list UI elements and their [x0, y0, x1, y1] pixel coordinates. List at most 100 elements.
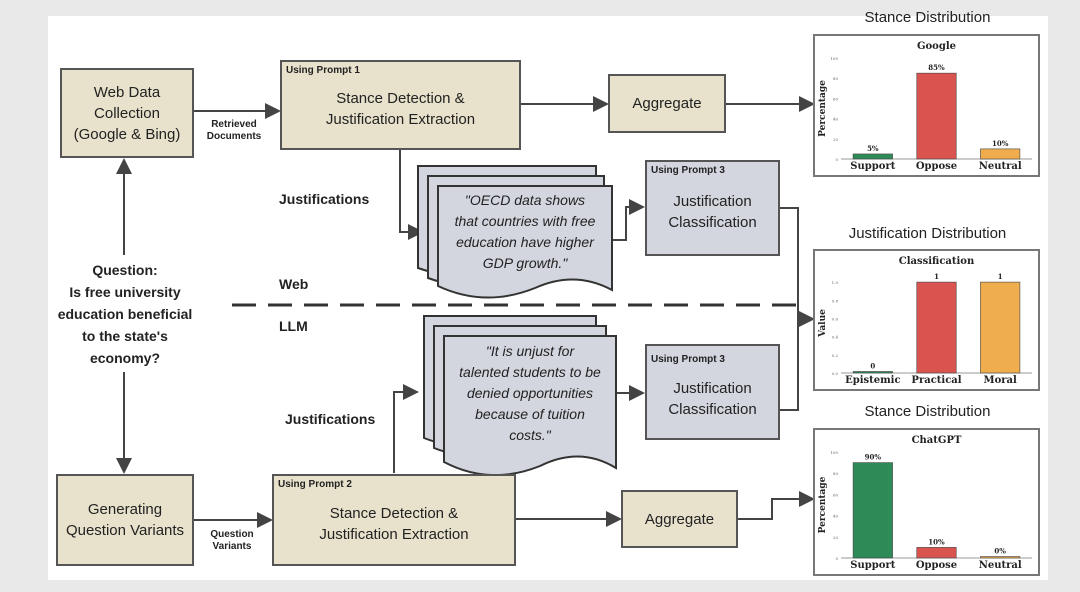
doc-top-text: "OECD data shows that countries with fre… — [438, 190, 612, 274]
prompt1-line2: Justification Extraction — [325, 111, 476, 128]
generating-variants-box: Generating Question Variants — [56, 474, 194, 566]
question-line2: Is free university — [69, 284, 181, 300]
doc-top-line4: GDP growth." — [482, 255, 568, 271]
web-data-line2: Collection — [94, 104, 160, 122]
x-tick-label: Oppose — [916, 560, 957, 571]
prompt2-line2: Justification Extraction — [319, 526, 469, 543]
data-label: 0 — [870, 362, 875, 371]
prompt3-top-box: Using Prompt 3 Justification Classificat… — [645, 160, 780, 256]
doc-top-line1: "OECD data shows — [464, 192, 586, 208]
data-label: 0% — [994, 547, 1006, 556]
arrow-prompt1-to-doc — [399, 150, 424, 240]
aggregate-top-label: Aggregate — [632, 95, 702, 112]
y-tick-label: 0 — [835, 157, 838, 162]
document-stack-top — [417, 165, 613, 299]
question-line1: Question: — [92, 262, 158, 278]
qv-line1: Question — [210, 529, 254, 540]
prompt1-box: Using Prompt 1 Stance Detection & Justif… — [280, 60, 521, 150]
y-tick-label: 0.6 — [832, 316, 839, 321]
doc-top-line3: education have higher — [456, 234, 594, 250]
question-line3: education beneficial — [57, 306, 193, 322]
y-tick-label: 0.4 — [832, 335, 839, 340]
y-tick-label: 20 — [833, 535, 839, 540]
arrow-prompt2-to-doc — [393, 384, 419, 473]
y-axis-label: Percentage — [818, 80, 828, 137]
arrow-prompt3-bottom-to-classification — [780, 319, 799, 411]
y-tick-label: 60 — [833, 96, 839, 101]
y-tick-label: 100 — [830, 450, 838, 455]
x-tick-label: Support — [850, 161, 895, 172]
x-tick-label: Oppose — [916, 161, 957, 172]
doc-top-line2: that countries with free — [454, 213, 596, 229]
prompt3-bottom-line1: Justification — [673, 380, 752, 397]
y-tick-label: 80 — [833, 471, 839, 476]
doc-bottom-line1: "It is unjust for — [485, 343, 575, 359]
chart-title: ChatGPT — [912, 435, 962, 446]
y-tick-label: 80 — [833, 76, 839, 81]
data-label: 10% — [992, 139, 1009, 148]
x-tick-label: Neutral — [979, 560, 1022, 571]
doc-bottom-line5: costs." — [509, 427, 551, 443]
data-label: 90% — [865, 453, 882, 462]
y-axis-label: Percentage — [818, 476, 828, 533]
prompt2-line1: Stance Detection & — [329, 505, 459, 522]
x-tick-label: Support — [850, 560, 895, 571]
aggregate-bottom-box: Aggregate — [621, 490, 738, 548]
llm-section-label: LLM — [279, 318, 308, 334]
web-data-collection-box: Web Data Collection (Google & Bing) — [60, 68, 194, 158]
prompt2-tag: Using Prompt 2 — [278, 479, 352, 490]
chart-chatgpt-svg: ChatGPTPercentage02040608010090%Support1… — [818, 435, 1032, 571]
prompt3-bottom-box: Using Prompt 3 Justification Classificat… — [645, 344, 780, 440]
retrieved-documents-label: Retrieved Documents — [198, 119, 270, 143]
chart-heading-classification: Justification Distribution — [848, 225, 1007, 242]
prompt1-tag: Using Prompt 1 — [286, 65, 360, 76]
question-line5: economy? — [89, 350, 160, 366]
prompt3-top-line1: Justification — [673, 193, 752, 210]
x-tick-label: Epistemic — [845, 375, 901, 386]
aggregate-bottom-label: Aggregate — [644, 510, 715, 528]
document-stack-bottom — [423, 315, 617, 477]
data-label: 85% — [928, 63, 945, 72]
prompt3-bottom-tag: Using Prompt 3 — [651, 354, 725, 365]
bar-practical — [916, 281, 957, 374]
chart-google-svg: GooglePercentage0204060801005%Support85%… — [818, 41, 1032, 172]
question-text: Question: Is free university education b… — [40, 259, 210, 369]
y-axis-label: Value — [818, 309, 828, 338]
bar-oppose — [916, 547, 957, 559]
y-tick-label: 0.8 — [832, 298, 839, 303]
data-label: 5% — [867, 144, 879, 153]
bar-neutral — [980, 556, 1021, 559]
doc-bottom-line2: talented students to be — [459, 364, 601, 380]
prompt3-top-tag: Using Prompt 3 — [651, 165, 725, 176]
qv-line2: Variants — [212, 541, 252, 552]
arrow-prompt3-top-to-classification — [780, 207, 815, 327]
y-tick-label: 40 — [833, 514, 839, 519]
arrow-doc-to-prompt3-top — [608, 199, 645, 241]
chart-classification-svg: ClassificationValue0.00.20.40.60.81.00Ep… — [818, 256, 1032, 386]
y-tick-label: 0.2 — [832, 353, 839, 358]
x-tick-label: Moral — [984, 375, 1017, 386]
doc-bottom-line3: denied opportunities — [466, 385, 594, 401]
doc-bottom-text: "It is unjust for talented students to b… — [444, 341, 616, 446]
web-section-label: Web — [279, 276, 309, 292]
y-tick-label: 20 — [833, 137, 839, 142]
web-data-line3: (Google & Bing) — [73, 125, 181, 143]
data-label: 1 — [934, 272, 939, 281]
justifications-bottom-label: Justifications — [285, 411, 376, 427]
variants-line1: Generating — [87, 501, 163, 518]
y-tick-label: 60 — [833, 492, 839, 497]
web-data-line1: Web Data — [93, 83, 161, 101]
retrieved-line2: Documents — [206, 131, 262, 142]
bar-epistemic — [852, 371, 893, 374]
x-tick-label: Neutral — [979, 161, 1022, 172]
bar-support — [852, 462, 893, 559]
prompt3-bottom-line2: Classification — [668, 401, 757, 418]
y-tick-label: 40 — [833, 117, 839, 122]
doc-bottom-line4: because of tuition — [475, 406, 585, 422]
data-label: 1 — [998, 272, 1003, 281]
chart-heading-google: Stance Distribution — [864, 9, 991, 26]
y-tick-label: 1.0 — [832, 280, 839, 285]
